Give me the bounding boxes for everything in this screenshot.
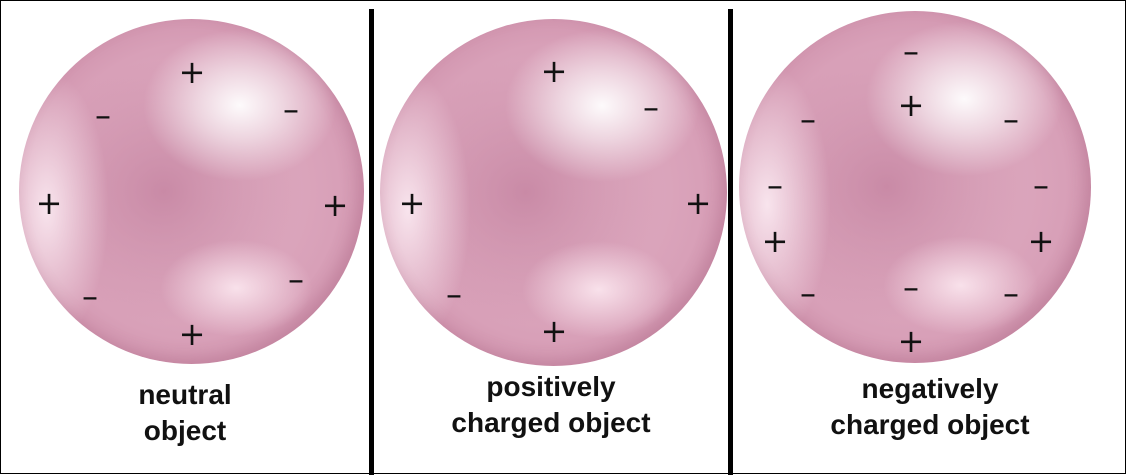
caption-line: negatively	[733, 371, 1126, 407]
minus-charge: –	[636, 92, 666, 122]
minus-charge: –	[996, 104, 1026, 134]
caption-line: object	[1, 413, 369, 449]
negatively-charged-caption: negatively charged object	[733, 371, 1126, 443]
minus-charge: –	[281, 264, 311, 294]
panel-positively-charged: + – + + – + positively charged object	[374, 1, 728, 475]
caption-line: neutral	[1, 377, 369, 413]
minus-charge: –	[276, 94, 306, 124]
caption-line: charged object	[374, 405, 728, 441]
minus-charge: –	[75, 281, 105, 311]
plus-charge: +	[683, 188, 713, 218]
minus-charge: –	[88, 100, 118, 130]
caption-line: charged object	[733, 407, 1126, 443]
minus-charge: –	[793, 278, 823, 308]
plus-charge: +	[1026, 226, 1056, 256]
plus-charge: +	[896, 90, 926, 120]
plus-charge: +	[539, 316, 569, 346]
plus-charge: +	[177, 57, 207, 87]
minus-charge: –	[439, 279, 469, 309]
minus-charge: –	[793, 104, 823, 134]
minus-charge: –	[896, 272, 926, 302]
plus-charge: +	[177, 319, 207, 349]
minus-charge: –	[760, 170, 790, 200]
panel-negatively-charged: – + – – – – + + – – – + negatively charg…	[733, 1, 1126, 475]
plus-charge: +	[896, 326, 926, 356]
panel-neutral: + – – + + – – + neutral object	[1, 1, 369, 475]
minus-charge: –	[896, 36, 926, 66]
plus-charge: +	[539, 56, 569, 86]
minus-charge: –	[1026, 170, 1056, 200]
plus-charge: +	[397, 188, 427, 218]
plus-charge: +	[34, 188, 64, 218]
plus-charge: +	[760, 226, 790, 256]
positively-charged-caption: positively charged object	[374, 369, 728, 441]
neutral-caption: neutral object	[1, 377, 369, 449]
plus-charge: +	[320, 190, 350, 220]
minus-charge: –	[996, 278, 1026, 308]
caption-line: positively	[374, 369, 728, 405]
